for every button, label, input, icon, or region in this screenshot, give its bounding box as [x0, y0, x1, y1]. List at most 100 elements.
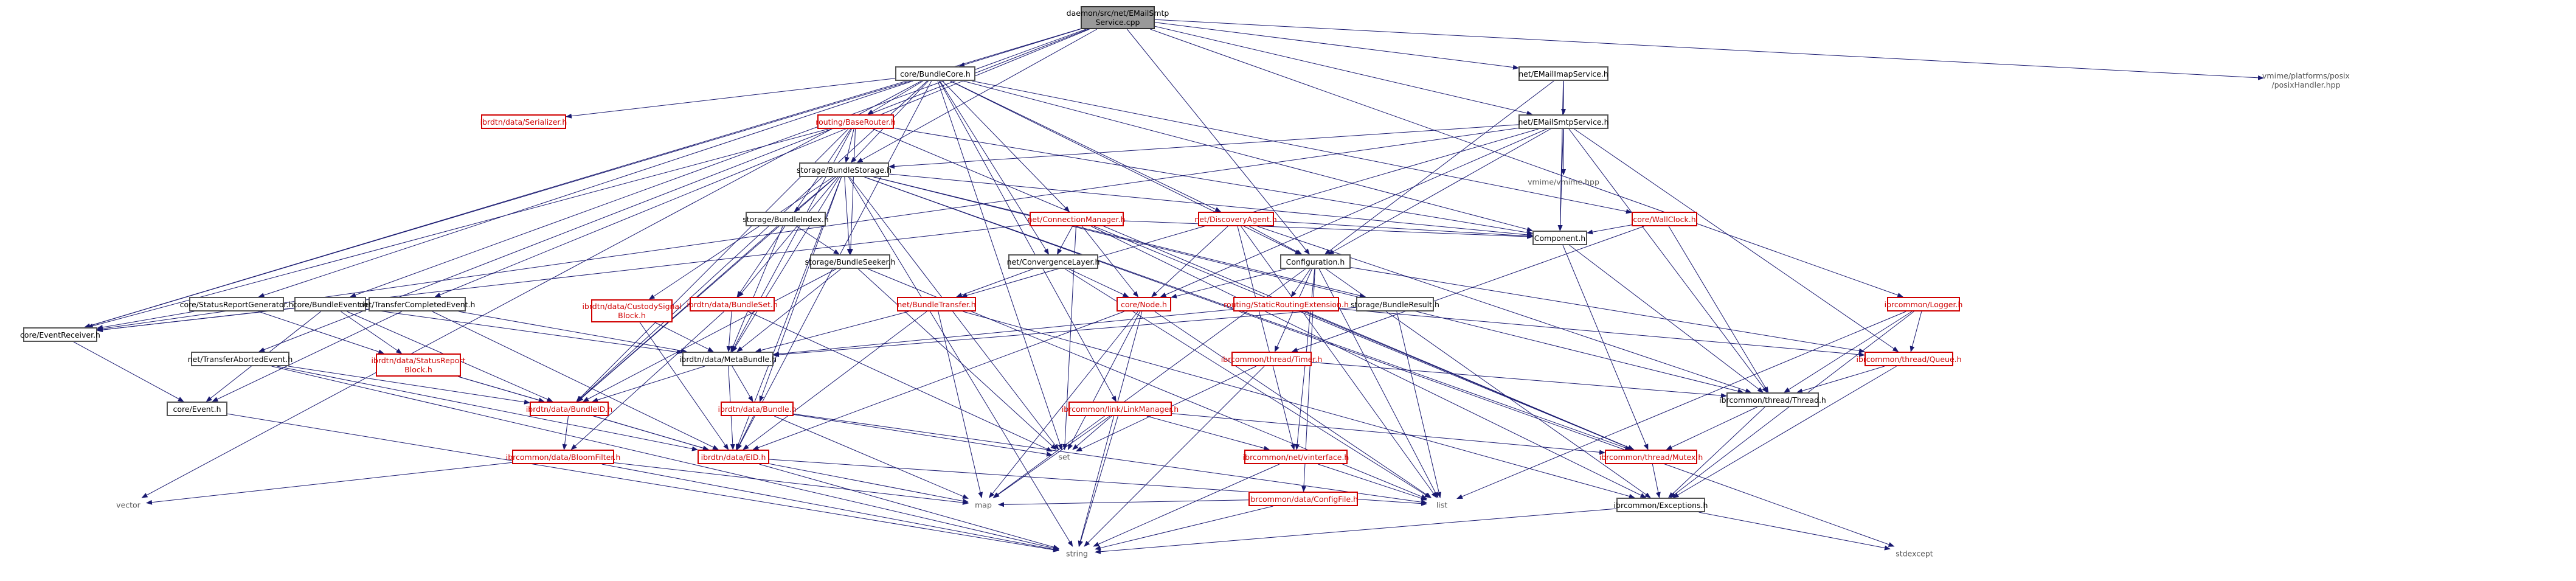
node-logger[interactable]: ibrcommon/Logger.h: [1885, 297, 1962, 311]
edge-eid-to-map: [769, 463, 969, 504]
node-bundlecore[interactable]: core/BundleCore.h: [895, 66, 975, 81]
node-configuration[interactable]: Configuration.h: [1280, 254, 1351, 269]
edge-bundlecore-to-bundleid: [576, 80, 928, 402]
edge-bundlestorage-to-bundle: [759, 176, 842, 402]
node-baserouter[interactable]: routing/BaseRouter.h: [815, 114, 896, 129]
node-statusreportgen[interactable]: core/StatusReportGenerator.h: [180, 297, 293, 311]
edge-emailsmtp-to-queue: [1574, 128, 1899, 352]
node-connmgr[interactable]: net/ConnectionManager.h: [1028, 212, 1126, 226]
edge-statusreportgen-to-statusreportblock: [258, 311, 385, 354]
edge-root-to-transfercompleted: [434, 29, 1090, 297]
node-configfile[interactable]: ibrcommon/data/ConfigFile.h: [1248, 492, 1358, 506]
edge-thread-to-exceptions: [1668, 406, 1765, 498]
node-bloomfilter[interactable]: ibrcommon/data/BloomFilter.h: [506, 450, 620, 464]
node-bundle[interactable]: ibrdtn/data/Bundle.h: [718, 402, 797, 416]
node-wallclock[interactable]: core/WallClock.h: [1632, 212, 1697, 226]
node-posixhandler: vmime/platforms/posix /posixHandler.hpp: [2262, 71, 2350, 89]
edge-bundleresult-to-list: [1396, 311, 1442, 498]
edge-emailimap-to-configuration: [1324, 80, 1554, 255]
node-emailsmtp[interactable]: net/EMailSmtpService.h: [1518, 114, 1609, 129]
node-custodysignal[interactable]: ibrdtn/data/CustodySignal Block.h: [582, 299, 682, 322]
node-bundleseeker[interactable]: storage/BundleSeeker.h: [805, 254, 895, 269]
edge-exceptions-to-string: [1095, 508, 1617, 554]
edge-staticrouting-to-mutex: [1303, 311, 1635, 450]
node-eventreceiver[interactable]: core/EventReceiver.h: [20, 327, 100, 342]
node-queue[interactable]: ibrcommon/thread/Queue.h: [1856, 352, 1962, 366]
node-coreevent[interactable]: core/Event.h: [167, 402, 227, 416]
node-bundleset[interactable]: ibrdtn/data/BundleSet.h: [687, 297, 778, 311]
edge-configfile-to-map: [998, 499, 1249, 507]
edge-bundlestorage-to-set: [849, 176, 1059, 450]
edge-staticrouting-to-queue: [1338, 308, 1865, 357]
node-bundlestorage[interactable]: storage/BundleStorage.h: [797, 162, 892, 177]
edge-bundleresult-to-metabundle: [773, 307, 1357, 358]
edge-emailsmtp-to-corenode: [1160, 128, 1547, 297]
node-timer[interactable]: ibrcommon/thread/Timer.h: [1221, 352, 1322, 366]
edge-transfercompleted-to-coreevent: [212, 311, 402, 402]
edge-corenode-to-set: [1067, 311, 1141, 450]
edge-exceptions-to-stdexcept: [1698, 512, 1891, 551]
edge-linkmanager-to-mutex: [1171, 413, 1605, 455]
edge-bundleid-to-bloomfilter: [562, 416, 569, 450]
edge-logger-to-queue: [1909, 311, 1922, 352]
node-staticrouting[interactable]: routing/StaticRoutingExtension.h: [1224, 297, 1349, 311]
edge-root-to-bundleevent: [350, 29, 1086, 297]
node-emailimap[interactable]: net/EMailImapService.h: [1518, 66, 1608, 81]
node-transfercompleted[interactable]: net/TransferCompletedEvent.h: [359, 297, 475, 311]
edge-component-to-mutex: [1562, 245, 1649, 450]
edge-linkmanager-to-map: [993, 416, 1110, 498]
edge-corenode-to-map: [988, 311, 1138, 498]
node-bundleid[interactable]: ibrdtn/data/BundleID.h: [526, 402, 612, 416]
edge-bundletransfer-to-metabundle: [755, 311, 909, 353]
edge-root-to-logger: [1150, 29, 1904, 297]
node-convlayer[interactable]: net/ConvergenceLayer.h: [1007, 254, 1099, 269]
node-vinterface[interactable]: ibrcommon/net/vinterface.h: [1243, 450, 1349, 464]
edge-discagent-to-corenode: [1151, 226, 1228, 297]
node-statusreportblock[interactable]: ibrdtn/data/StatusReport Block.h: [372, 353, 465, 377]
edge-bundleset-to-metabundle: [726, 311, 732, 352]
edge-bundleindex-to-metabundle: [730, 226, 783, 352]
edge-bundlecore-to-serializer: [566, 78, 896, 119]
node-bundleindex[interactable]: storage/BundleIndex.h: [743, 212, 829, 226]
edge-metabundle-to-bundle: [732, 366, 753, 402]
node-serializer[interactable]: ibrdtn/data/Serializer.h: [480, 114, 567, 129]
node-eid[interactable]: ibrdtn/data/EID.h: [698, 450, 769, 464]
edge-transferaborted-to-string: [271, 366, 1059, 551]
node-component[interactable]: Component.h: [1532, 231, 1587, 245]
node-bundleevent[interactable]: core/BundleEvent.h: [293, 297, 367, 311]
node-discagent[interactable]: net/DiscoveryAgent.h: [1194, 212, 1277, 226]
node-bundleresult[interactable]: storage/BundleResult.h: [1351, 297, 1439, 311]
node-list: list: [1436, 500, 1448, 510]
node-corenode[interactable]: core/Node.h: [1117, 297, 1171, 311]
edge-queue-to-thread: [1796, 366, 1885, 394]
node-transferaborted[interactable]: net/TransferAbortedEvent.h: [188, 352, 293, 366]
node-vector: vector: [116, 500, 140, 510]
edge-bundletransfer-to-map: [938, 311, 983, 498]
edge-transfercompleted-to-eid: [432, 311, 719, 450]
edge-bundleseeker-to-bundleid: [583, 268, 837, 402]
edge-emailsmtp-to-component: [1557, 128, 1564, 231]
edge-emailsmtp-to-bundlestorage: [888, 124, 1519, 169]
edge-timer-to-thread: [1311, 361, 1727, 398]
edge-bundleset-to-bloomfilter: [570, 311, 725, 450]
edge-baserouter-to-bundlestorage: [845, 128, 854, 163]
node-thread[interactable]: ibrcommon/thread/Thread.h: [1719, 392, 1826, 407]
edge-corenode-to-list: [1154, 311, 1432, 498]
edge-discagent-to-configuration: [1249, 226, 1303, 255]
edge-emailsmtp-to-thread: [1568, 128, 1768, 393]
edge-root-to-posixhandler: [1154, 19, 2264, 80]
edge-bundle-to-eid: [736, 416, 754, 450]
edge-root-to-configuration: [1127, 29, 1310, 255]
node-linkmanager[interactable]: ibrcommon/link/LinkManager.h: [1062, 402, 1179, 416]
edge-bundlestorage-to-thread: [873, 176, 1744, 394]
edge-bundleid-to-eid: [594, 416, 709, 451]
node-mutex[interactable]: ibrcommon/thread/Mutex.h: [1599, 450, 1703, 464]
edge-bundlestorage-to-component: [888, 173, 1533, 237]
node-exceptions[interactable]: ibrcommon/Exceptions.h: [1614, 498, 1708, 512]
node-bundletransfer[interactable]: net/BundleTransfer.h: [897, 297, 976, 311]
node-metabundle[interactable]: ibrdtn/data/MetaBundle.h: [679, 352, 777, 366]
edge-mutex-to-exceptions: [1652, 464, 1661, 498]
edge-configuration-to-queue: [1350, 267, 1865, 353]
edge-discagent-to-list: [1241, 226, 1437, 498]
